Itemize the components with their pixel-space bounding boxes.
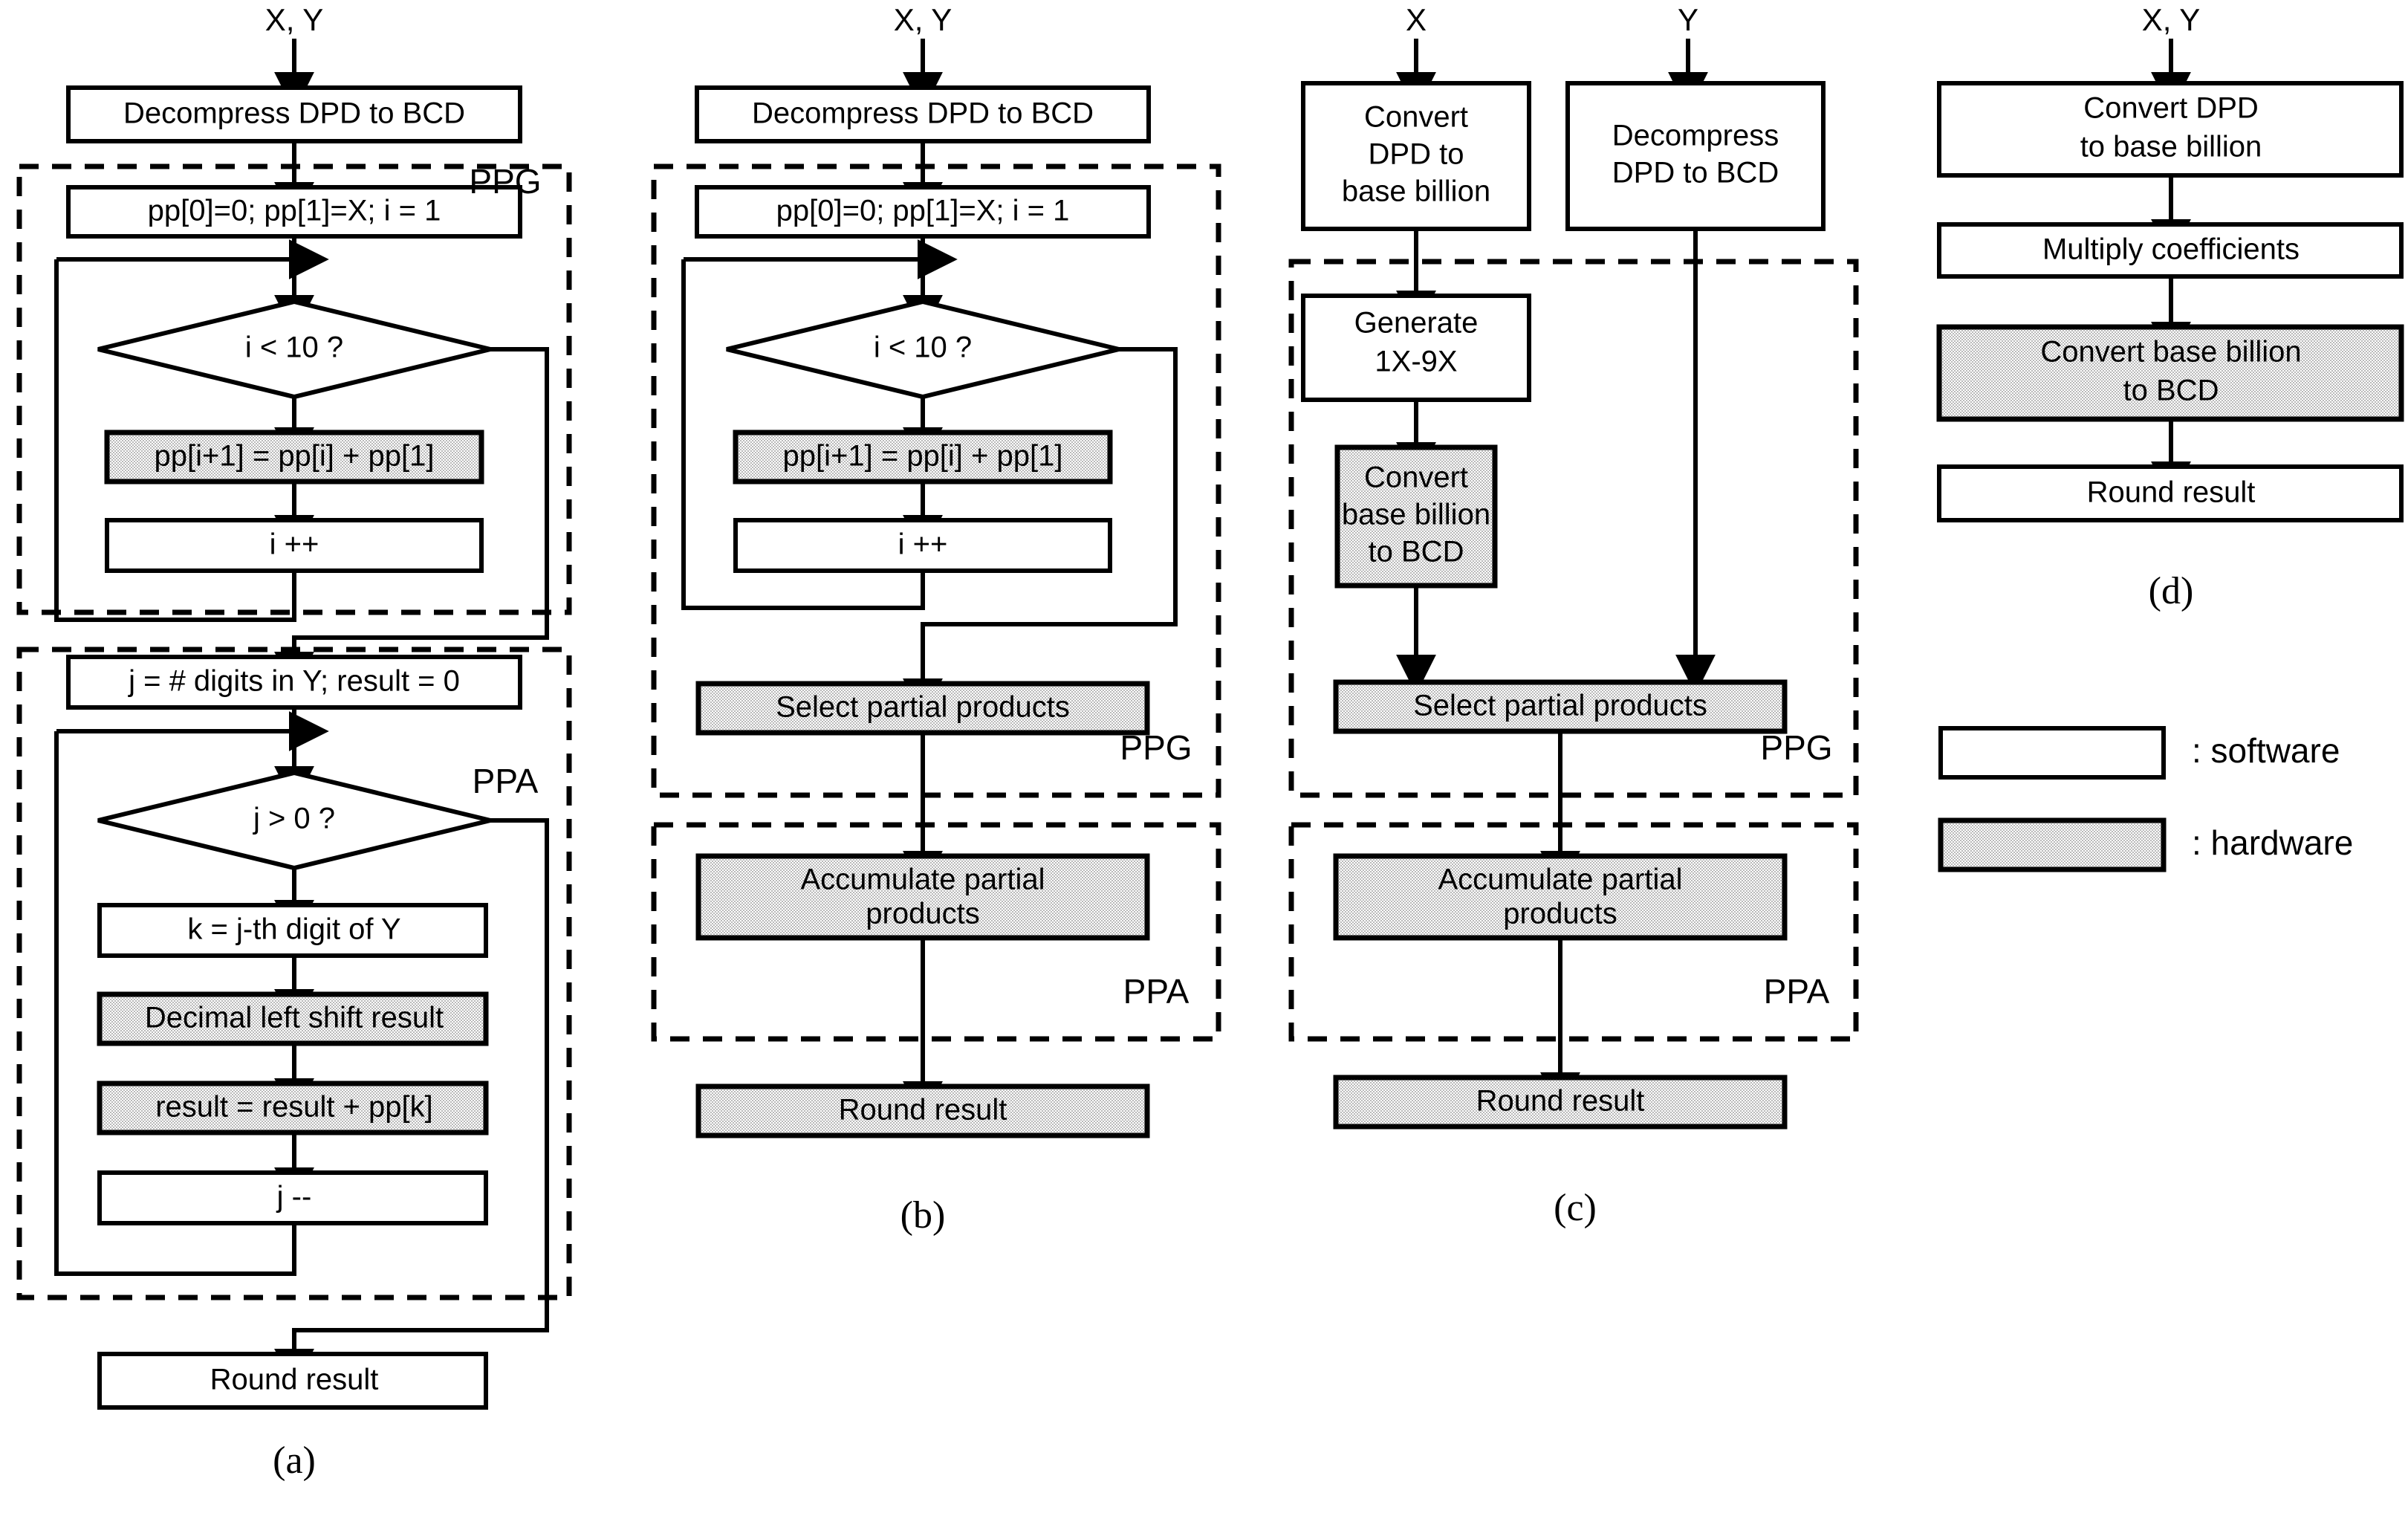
node-decision-i-lt-10-a-label: i < 10 ?	[245, 331, 343, 364]
node-convert-dpd-base-billion-c-label-1: Convert	[1364, 101, 1468, 134]
caption-c: (c)	[1554, 1187, 1597, 1229]
node-convert-base-billion-bcd-c-label-3: to BCD	[1369, 536, 1464, 568]
node-init-pp-b-label: pp[0]=0; pp[1]=X; i = 1	[776, 195, 1070, 227]
node-select-partial-products-c-label: Select partial products	[1413, 690, 1707, 722]
input-label-b: X, Y	[894, 2, 953, 37]
legend-swatch-hardware	[1938, 817, 2167, 872]
loop-back-ppa-a	[54, 731, 296, 1276]
node-decision-j-gt-0-a-label: j > 0 ?	[253, 803, 335, 835]
node-k-jth-digit-a-label: k = j-th digit of Y	[187, 913, 400, 946]
legend: : software : hardware	[1938, 726, 2353, 872]
group-ppa-box-b	[651, 822, 1221, 1042]
node-select-partial-products-c[interactable]	[1333, 679, 1788, 734]
loop-back-ppg-a	[54, 259, 296, 622]
input-label-a: X, Y	[265, 2, 324, 37]
node-decompress-dpd-a-label: Decompress DPD to BCD	[123, 97, 465, 130]
node-init-pp-b[interactable]	[695, 185, 1151, 239]
branch-false-i-lt-10-a	[274, 347, 549, 692]
node-j-decrement-a[interactable]	[97, 1170, 488, 1225]
node-round-result-a-label: Round result	[210, 1364, 379, 1396]
input-label-d: X, Y	[2142, 2, 2201, 37]
node-accumulate-partial-products-b-label-2: products	[866, 898, 979, 930]
caption-d: (d)	[2149, 570, 2194, 612]
node-generate-1x-9x-c-label-2: 1X-9X	[1375, 346, 1457, 378]
caption-a: (a)	[273, 1439, 316, 1482]
node-convert-base-billion-bcd-c-label-1: Convert	[1364, 461, 1468, 494]
node-decision-i-lt-10-b-label: i < 10 ?	[874, 331, 972, 364]
legend-label-software: : software	[2192, 731, 2340, 770]
node-convert-base-billion-bcd-d-label-2: to BCD	[2123, 375, 2219, 407]
node-pp-add-a[interactable]	[104, 430, 484, 485]
node-pp-add-b-label: pp[i+1] = pp[i] + pp[1]	[783, 440, 1063, 473]
node-round-result-c[interactable]	[1333, 1075, 1788, 1130]
node-i-increment-a-label: i ++	[270, 528, 319, 561]
node-init-pp-a-label: pp[0]=0; pp[1]=X; i = 1	[148, 195, 441, 227]
node-result-accumulate-a-label: result = result + pp[k]	[155, 1091, 433, 1124]
node-accumulate-partial-products-c[interactable]	[1333, 853, 1788, 941]
branch-false-j-gt-0-a	[274, 818, 549, 1389]
group-label-ppg-c: PPG	[1760, 728, 1832, 767]
node-decompress-dpd-b[interactable]	[695, 85, 1151, 143]
node-init-j-a[interactable]	[66, 655, 522, 710]
group-ppa-box-c	[1288, 822, 1859, 1042]
legend-label-hardware: : hardware	[2192, 823, 2353, 862]
panel-c: X Y Convert DPD to base billion Decompre…	[1288, 2, 1859, 1229]
node-k-jth-digit-a[interactable]	[97, 903, 488, 958]
node-multiply-coefficients-d-label: Multiply coefficients	[2042, 233, 2300, 266]
node-decompress-dpd-c-label-2: DPD to BCD	[1612, 157, 1779, 189]
node-accumulate-partial-products-c-label-1: Accumulate partial	[1438, 864, 1682, 896]
node-pp-add-a-label: pp[i+1] = pp[i] + pp[1]	[155, 440, 435, 473]
branch-false-i-lt-10-b	[903, 347, 1178, 719]
node-convert-dpd-base-billion-c[interactable]	[1301, 81, 1531, 231]
node-convert-base-billion-bcd-c-label-2: base billion	[1342, 499, 1490, 531]
group-label-ppa-b: PPA	[1123, 972, 1190, 1011]
node-convert-dpd-base-billion-d-label-1: Convert DPD	[2083, 92, 2259, 125]
node-convert-base-billion-bcd-d[interactable]	[1936, 324, 2404, 422]
node-decompress-dpd-c-label-1: Decompress	[1612, 120, 1779, 152]
node-accumulate-partial-products-c-label-2: products	[1503, 898, 1617, 930]
group-ppg-box-c	[1288, 259, 1859, 798]
group-label-ppg-a: PPG	[469, 162, 541, 201]
node-generate-1x-9x-c-label-1: Generate	[1354, 307, 1479, 340]
node-select-partial-products-b-label: Select partial products	[776, 691, 1070, 724]
panel-d: X, Y Convert DPD to base billion Multipl…	[1936, 2, 2404, 612]
input-label-c-x: X	[1406, 2, 1427, 37]
node-convert-dpd-base-billion-c-label-3: base billion	[1342, 175, 1490, 208]
node-accumulate-partial-products-b-label-1: Accumulate partial	[800, 864, 1045, 896]
panel-a: X, Y Decompress DPD to BCD pp[0]=0; pp[1…	[16, 2, 572, 1482]
node-result-accumulate-a[interactable]	[97, 1081, 489, 1135]
legend-swatch-software	[1938, 726, 2166, 780]
group-label-ppa-c: PPA	[1764, 972, 1830, 1011]
node-round-result-a[interactable]	[97, 1352, 488, 1410]
node-round-result-c-label: Round result	[1476, 1085, 1645, 1118]
node-round-result-d[interactable]	[1937, 464, 2404, 522]
node-round-result-b[interactable]	[695, 1083, 1150, 1138]
caption-b: (b)	[900, 1194, 946, 1237]
node-convert-base-billion-bcd-d-label-1: Convert base billion	[2040, 336, 2301, 369]
node-convert-dpd-base-billion-c-label-2: DPD to	[1369, 138, 1464, 171]
node-decompress-dpd-b-label: Decompress DPD to BCD	[752, 97, 1094, 130]
group-label-ppg-b: PPG	[1120, 728, 1192, 767]
node-init-j-a-label: j = # digits in Y; result = 0	[128, 665, 460, 698]
panel-b: X, Y Decompress DPD to BCD pp[0]=0; pp[1…	[651, 2, 1221, 1237]
group-ppg-box-b	[651, 163, 1221, 798]
input-label-c-y: Y	[1678, 2, 1698, 37]
node-decimal-left-shift-a[interactable]	[97, 991, 489, 1046]
group-label-ppa-a: PPA	[473, 762, 539, 800]
node-round-result-b-label: Round result	[839, 1094, 1007, 1127]
node-round-result-d-label: Round result	[2087, 476, 2256, 509]
node-decompress-dpd-c[interactable]	[1565, 81, 1826, 231]
node-i-increment-b-label: i ++	[898, 528, 948, 561]
loop-back-ppg-b	[681, 259, 925, 610]
node-convert-dpd-base-billion-d[interactable]	[1937, 81, 2404, 178]
node-j-decrement-a-label: j --	[276, 1181, 312, 1214]
node-decimal-left-shift-a-label: Decimal left shift result	[145, 1002, 444, 1034]
node-convert-dpd-base-billion-d-label-2: to base billion	[2080, 131, 2262, 163]
